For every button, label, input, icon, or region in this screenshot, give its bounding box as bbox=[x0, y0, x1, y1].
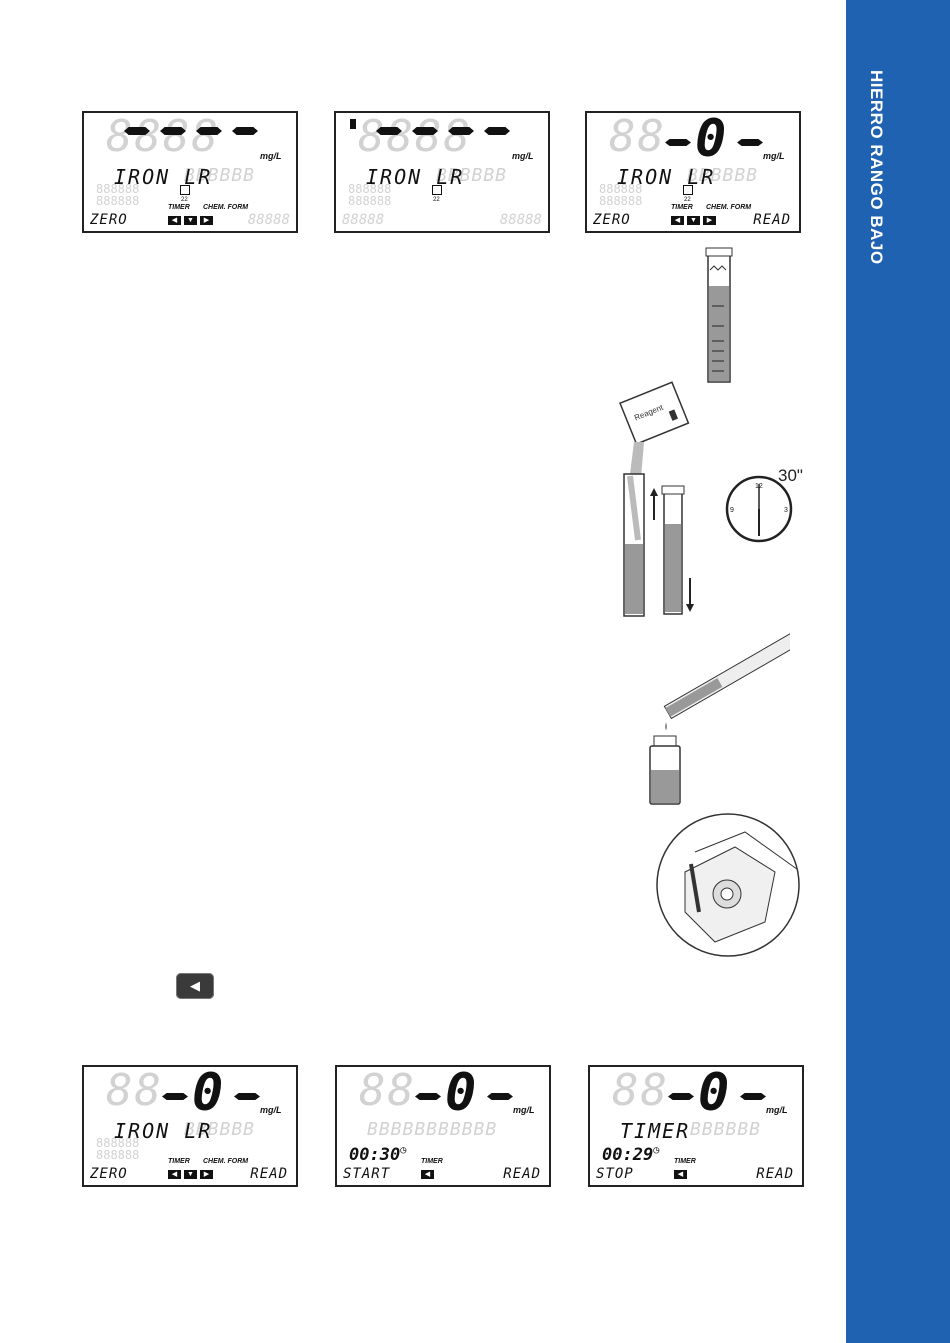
left-arrow-icon: ◀ bbox=[168, 1170, 181, 1179]
square-icon bbox=[432, 185, 442, 195]
pipette-vial-illustration bbox=[649, 630, 790, 805]
right-softkey-label: READ bbox=[753, 212, 791, 228]
message-text: TIMER bbox=[620, 1119, 691, 1143]
svg-text:9: 9 bbox=[730, 507, 734, 514]
left-softkey-label: ZERO bbox=[90, 1166, 128, 1182]
left-softkey-label: ZERO bbox=[90, 212, 128, 228]
meter-cuvette-holder-illustration bbox=[656, 813, 800, 957]
chem-form-label: CHEM. FORM bbox=[203, 1158, 249, 1165]
reading-value: 0 bbox=[192, 1065, 224, 1123]
timer-countdown: 00:30 bbox=[349, 1145, 406, 1165]
unit-label: mg/L bbox=[513, 1105, 535, 1115]
timer-label: TIMER bbox=[168, 1158, 190, 1165]
unit-label: mg/L bbox=[512, 151, 534, 161]
key-indicators: ◀ ▼ ▶ bbox=[168, 216, 213, 225]
chem-form-label: CHEM. FORM bbox=[706, 204, 752, 211]
key-indicators: ◀ ▼ ▶ bbox=[168, 1170, 213, 1179]
right-softkey-label: READ bbox=[250, 1166, 288, 1182]
unit-label: mg/L bbox=[260, 151, 282, 161]
down-arrow-icon: ▼ bbox=[184, 216, 197, 225]
right-arrow-icon: ▶ bbox=[200, 1170, 213, 1179]
timer-label: TIMER bbox=[671, 204, 693, 211]
down-arrow-icon: ▼ bbox=[687, 216, 700, 225]
message-text: IRON LR bbox=[114, 1119, 213, 1143]
right-softkey-label: READ bbox=[756, 1166, 794, 1182]
timer-caption: 30" bbox=[778, 466, 803, 485]
dashes-row bbox=[376, 127, 510, 135]
hourglass-icon bbox=[350, 119, 356, 129]
lcd-display-5: 88 0 mg/L BBBBBBBBBBB 00:30 TIMER ◀ STAR… bbox=[335, 1065, 551, 1187]
square-icon bbox=[683, 185, 693, 195]
square-icon bbox=[180, 185, 190, 195]
timer-label: TIMER bbox=[674, 1158, 696, 1165]
message-text: IRON LR bbox=[366, 165, 465, 189]
reading-value: 0 bbox=[695, 111, 727, 169]
left-arrow-key-button[interactable]: ◀ bbox=[176, 973, 214, 999]
unit-label: mg/L bbox=[766, 1105, 788, 1115]
left-softkey-label: ZERO bbox=[593, 212, 631, 228]
left-arrow-icon: ◀ bbox=[674, 1170, 687, 1179]
reading-value: 0 bbox=[445, 1065, 477, 1123]
left-arrow-icon: ◀ bbox=[168, 216, 181, 225]
graduated-cylinder-illustration bbox=[705, 247, 733, 383]
key-indicators: ◀ ▼ ▶ bbox=[671, 216, 716, 225]
timer-label: TIMER bbox=[421, 1158, 443, 1165]
left-softkey-label: START bbox=[343, 1166, 391, 1182]
key-indicators: ◀ bbox=[674, 1170, 687, 1179]
left-arrow-icon: ◀ bbox=[421, 1170, 434, 1179]
right-arrow-icon: ▶ bbox=[703, 216, 716, 225]
left-arrow-icon: ◀ bbox=[671, 216, 684, 225]
reading-value: 0 bbox=[698, 1065, 730, 1123]
clock-icon: 12 3 9 bbox=[725, 475, 793, 543]
section-title: HIERRO RANGO BAJO bbox=[867, 70, 886, 265]
right-arrow-icon: ▶ bbox=[200, 216, 213, 225]
lcd-display-6: 88 0 mg/L BBBBBB TIMER 00:29 TIMER ◀ STO… bbox=[588, 1065, 804, 1187]
key-indicators: ◀ bbox=[421, 1170, 434, 1179]
message-text: IRON LR bbox=[114, 165, 213, 189]
timer-countdown: 00:29 bbox=[602, 1145, 659, 1165]
shake-cylinders-illustration bbox=[623, 473, 694, 617]
chem-form-label: CHEM. FORM bbox=[203, 204, 249, 211]
side-band bbox=[846, 0, 950, 1343]
message-text: IRON LR bbox=[617, 165, 716, 189]
left-softkey-label: STOP bbox=[596, 1166, 634, 1182]
unit-label: mg/L bbox=[763, 151, 785, 161]
unit-label: mg/L bbox=[260, 1105, 282, 1115]
dashes-row bbox=[124, 127, 258, 135]
timer-label: TIMER bbox=[168, 204, 190, 211]
svg-text:12: 12 bbox=[755, 483, 763, 490]
right-softkey-label: READ bbox=[503, 1166, 541, 1182]
reagent-packet-illustration: Reagent bbox=[619, 381, 690, 490]
svg-text:3: 3 bbox=[784, 507, 788, 514]
down-arrow-icon: ▼ bbox=[184, 1170, 197, 1179]
